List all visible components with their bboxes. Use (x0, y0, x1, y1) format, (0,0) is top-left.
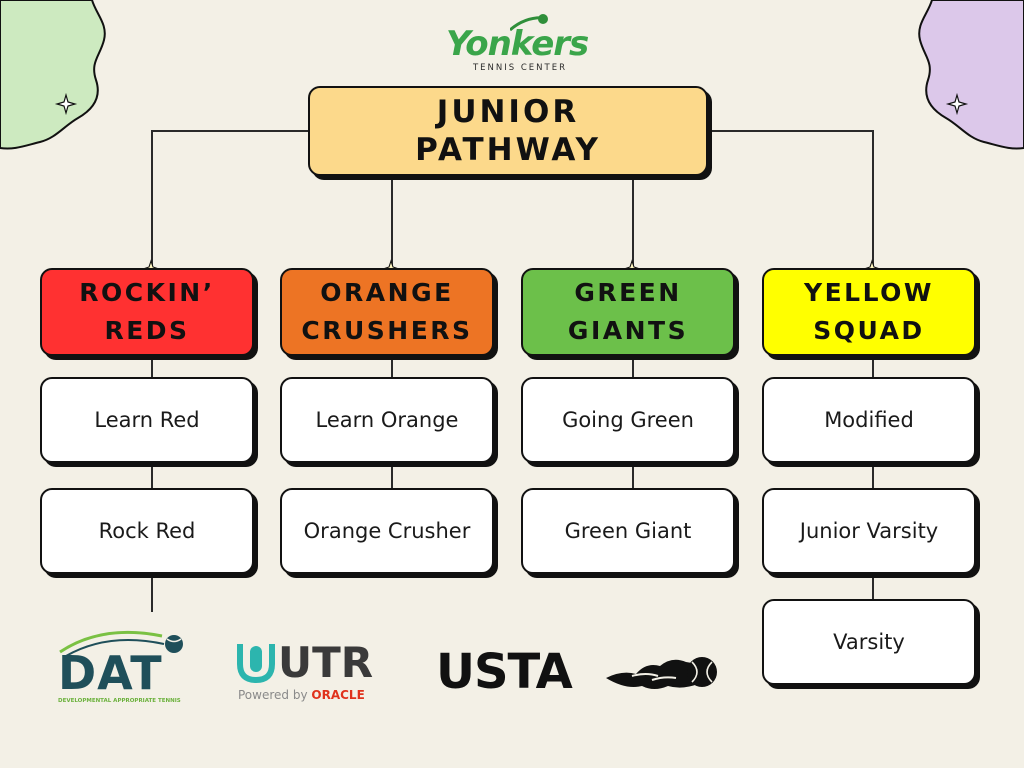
sparkle-icon (54, 92, 78, 116)
connector-line (632, 176, 634, 270)
connector-line (708, 130, 873, 132)
connector-line (391, 176, 393, 270)
header-line-1: ROCKIN’ (79, 278, 215, 307)
flaming-tennis-ball-icon (606, 657, 717, 689)
oracle-text: ORACLE (311, 688, 365, 702)
item-learn-red: Learn Red (40, 377, 254, 463)
dat-subtitle: DEVELOPMENTAL APPROPRIATE TENNIS (58, 698, 181, 704)
tennis-ball-swoosh-icon (510, 14, 548, 32)
connector-line (151, 130, 309, 132)
header-line-1: YELLOW (804, 278, 934, 307)
utr-wordmark: UTR (278, 638, 374, 687)
item-learn-orange: Learn Orange (280, 377, 494, 463)
header-line-2: SQUAD (813, 316, 925, 345)
green-wavy-corner (0, 0, 106, 150)
header-green-giants: GREEN GIANTS (521, 268, 735, 356)
header-line-1: GREEN (574, 278, 682, 307)
item-going-green: Going Green (521, 377, 735, 463)
header-yellow-squad: YELLOW SQUAD (762, 268, 976, 356)
yonkers-subtitle: TENNIS CENTER (472, 63, 568, 73)
connector-line (872, 130, 874, 270)
header-orange-crushers: ORANGE CRUSHERS (280, 268, 494, 356)
connector-line (151, 130, 153, 270)
decorative-corners (0, 0, 1024, 150)
dat-swoosh-ball-icon (59, 630, 183, 657)
item-varsity: Varsity (762, 599, 976, 685)
powered-by-text: Powered by (238, 688, 308, 702)
utr-logo: UTR Powered by ORACLE (236, 638, 386, 708)
usta-logo: USTA (436, 644, 726, 700)
yonkers-logo: Yonkers TENNIS CENTER (440, 10, 590, 74)
item-junior-varsity: Junior Varsity (762, 488, 976, 574)
header-line-2: GIANTS (567, 316, 689, 345)
purple-wavy-corner (918, 0, 1024, 150)
dat-logo: DAT DEVELOPMENTAL APPROPRIATE TENNIS (52, 622, 202, 706)
item-orange-crusher: Orange Crusher (280, 488, 494, 574)
header-line-2: REDS (104, 316, 190, 345)
usta-wordmark: USTA (436, 644, 573, 700)
sparkle-icon (945, 92, 969, 116)
connector-line (872, 356, 874, 604)
yonkers-wordmark: Yonkers (446, 24, 589, 64)
item-modified: Modified (762, 377, 976, 463)
header-rockin-reds: ROCKIN’ REDS (40, 268, 254, 356)
item-rock-red: Rock Red (40, 488, 254, 574)
header-line-2: CRUSHERS (301, 316, 473, 345)
header-line-1: ORANGE (320, 278, 454, 307)
dat-wordmark: DAT (58, 646, 163, 700)
junior-pathway-title: JUNIOR PATHWAY (308, 86, 708, 176)
item-green-giant: Green Giant (521, 488, 735, 574)
utr-u-icon (237, 644, 275, 684)
title-line-1: JUNIOR (436, 94, 580, 130)
utr-powered-by: Powered by ORACLE (238, 688, 365, 702)
connector-line (151, 356, 153, 612)
title-line-2: PATHWAY (415, 132, 601, 168)
